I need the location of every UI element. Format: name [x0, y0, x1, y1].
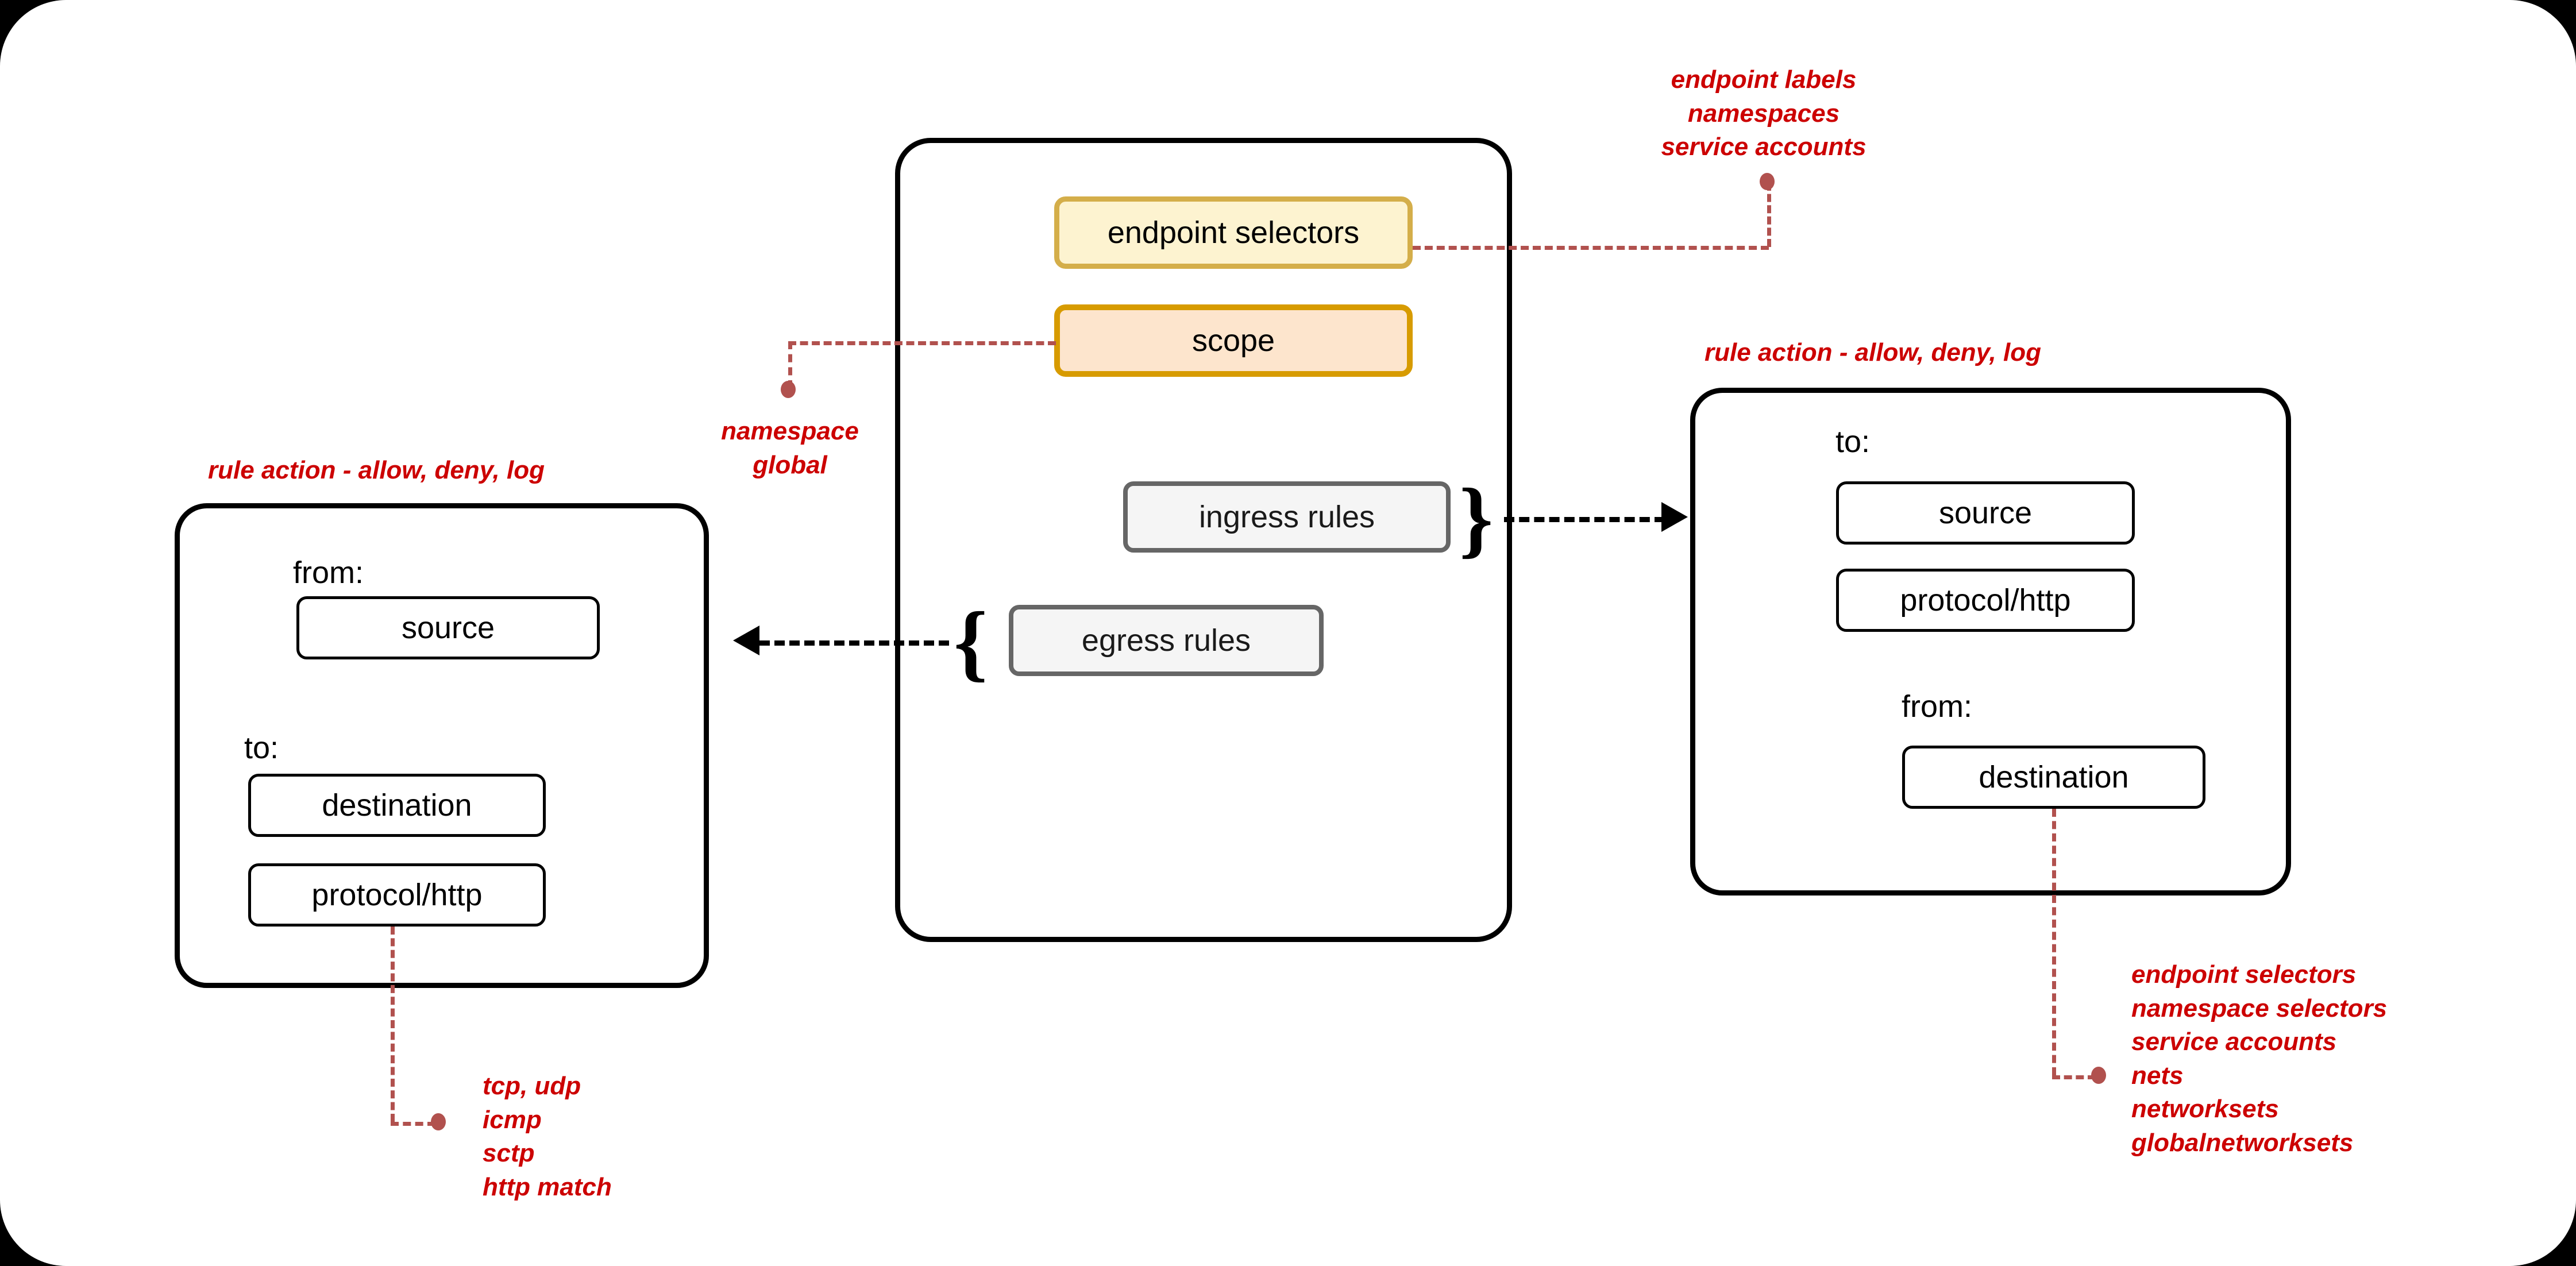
ingress-rules-box[interactable]: ingress rules	[1123, 481, 1451, 553]
right-to-source-box[interactable]: source	[1836, 481, 2135, 545]
ingress-brace-close: }	[1459, 471, 1494, 566]
left-policy-annotation: rule action - allow, deny, log	[208, 456, 545, 484]
scope-note-dot	[781, 381, 796, 398]
left-from-source-box[interactable]: source	[296, 596, 600, 659]
left-from-label: from:	[293, 555, 364, 590]
endpoint-note-connector-h	[1413, 246, 1769, 250]
destination-note-dot	[2091, 1067, 2106, 1084]
destination-note-connector-h	[2052, 1075, 2096, 1079]
right-from-destination-box[interactable]: destination	[1902, 746, 2205, 809]
destination-note: endpoint selectors namespace selectors s…	[2131, 960, 2388, 1157]
right-policy-annotation: rule action - allow, deny, log	[1705, 338, 2041, 366]
endpoint-selectors-box[interactable]: endpoint selectors	[1054, 196, 1413, 269]
egress-rules-box[interactable]: egress rules	[1009, 605, 1324, 676]
scope-note-connector-h	[788, 341, 1056, 345]
scope-note: namespace global	[721, 417, 859, 479]
protocol-note-connector-v	[391, 927, 395, 1122]
protocol-note-connector-h	[391, 1122, 435, 1126]
endpoint-note-connector-v	[1767, 183, 1771, 247]
egress-arrow-line	[759, 640, 949, 646]
ingress-arrow-head	[1661, 502, 1688, 532]
right-to-protocol-box[interactable]: protocol/http	[1836, 569, 2135, 632]
right-policy-box	[1690, 388, 2291, 896]
protocol-note-dot	[431, 1113, 446, 1130]
right-from-label: from:	[1902, 689, 1973, 724]
protocol-note: tcp, udp icmp sctp http match	[483, 1072, 612, 1201]
egress-arrow-head	[733, 626, 759, 655]
scope-box[interactable]: scope	[1054, 304, 1413, 377]
destination-note-connector-v	[2052, 809, 2056, 1075]
left-to-protocol-box[interactable]: protocol/http	[248, 863, 546, 927]
scope-note-connector-v	[788, 341, 792, 388]
right-to-label: to:	[1835, 424, 1871, 459]
endpoint-selectors-note: endpoint labels namespaces service accou…	[1661, 65, 1867, 161]
left-to-destination-box[interactable]: destination	[248, 774, 546, 837]
endpoint-note-dot	[1760, 173, 1775, 190]
left-to-label: to:	[244, 731, 279, 765]
ingress-arrow-line	[1504, 517, 1665, 522]
egress-brace-open: {	[954, 595, 988, 690]
